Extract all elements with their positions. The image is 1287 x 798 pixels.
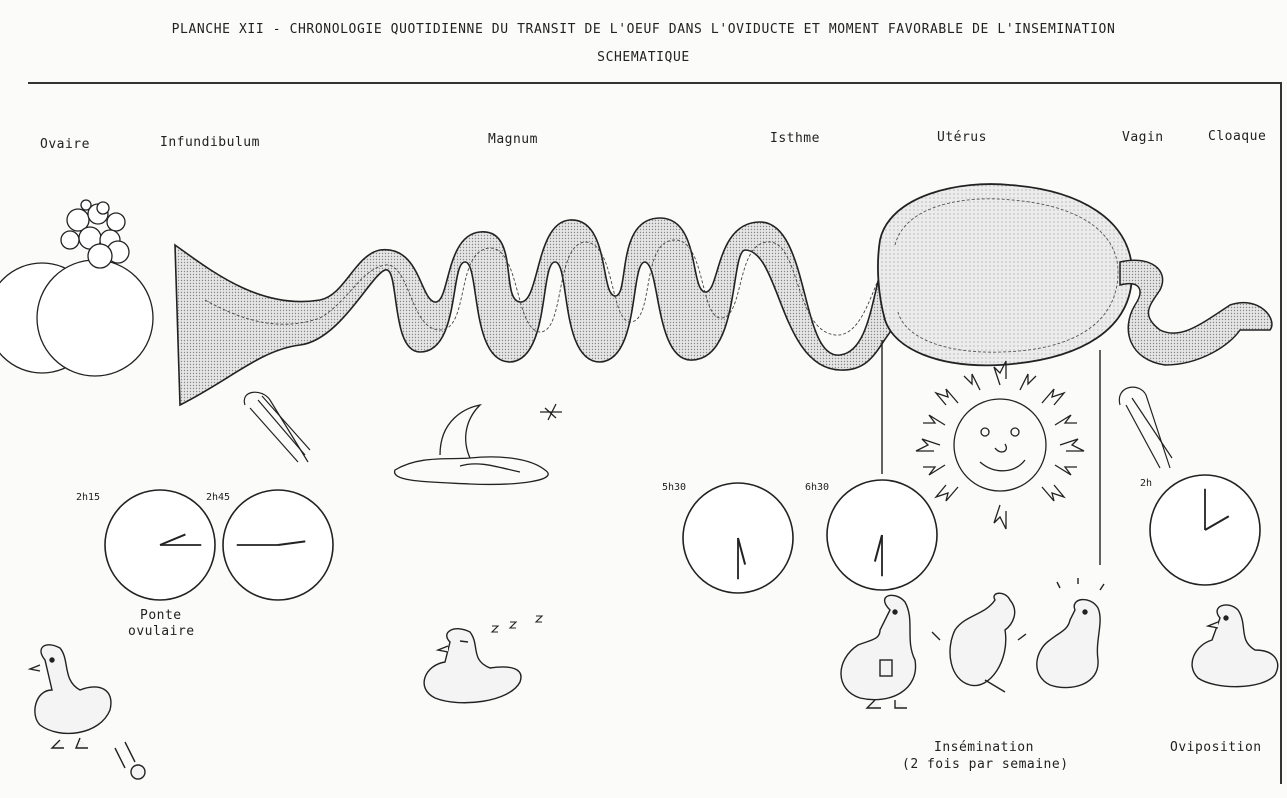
clock-time-2: 2h45 [206, 492, 230, 503]
oviduct [175, 218, 905, 405]
comet-icon [244, 392, 310, 462]
duck-drawing-sleeping [424, 629, 521, 703]
vagina-cloaca [1120, 260, 1272, 365]
comet-icon-2 [1119, 387, 1172, 468]
duck-drawing-3 [841, 595, 916, 708]
clock-face-4 [827, 480, 937, 590]
label-ovulaire: ovulaire [128, 624, 195, 639]
label-insemination: Insémination [934, 740, 1034, 755]
sun-icon [916, 361, 1084, 529]
clock-face-3 [683, 483, 793, 593]
label-ponte: Ponte [140, 608, 182, 623]
clock-time-5: 2h [1140, 478, 1152, 489]
clock-time-4: 6h30 [805, 482, 829, 493]
zzz-text [492, 616, 542, 632]
clock-face-1 [105, 490, 215, 600]
uterus [878, 184, 1132, 365]
clock-face-2 [223, 490, 333, 600]
duck-drawing-5 [1037, 578, 1104, 688]
duck-drawing-6 [1192, 605, 1278, 687]
moon-cloud-icon [395, 404, 562, 484]
clocks-layer [105, 475, 1260, 600]
ovary [0, 200, 153, 376]
clock-face-5 [1150, 475, 1260, 585]
clock-time-3: 5h30 [662, 482, 686, 493]
clock-time-1: 2h15 [76, 492, 100, 503]
duck-drawing-4 [932, 593, 1026, 692]
label-oviposition: Oviposition [1170, 740, 1262, 755]
duck-drawing-1 [30, 645, 145, 779]
label-insemination-frequency: (2 fois par semaine) [902, 757, 1069, 772]
